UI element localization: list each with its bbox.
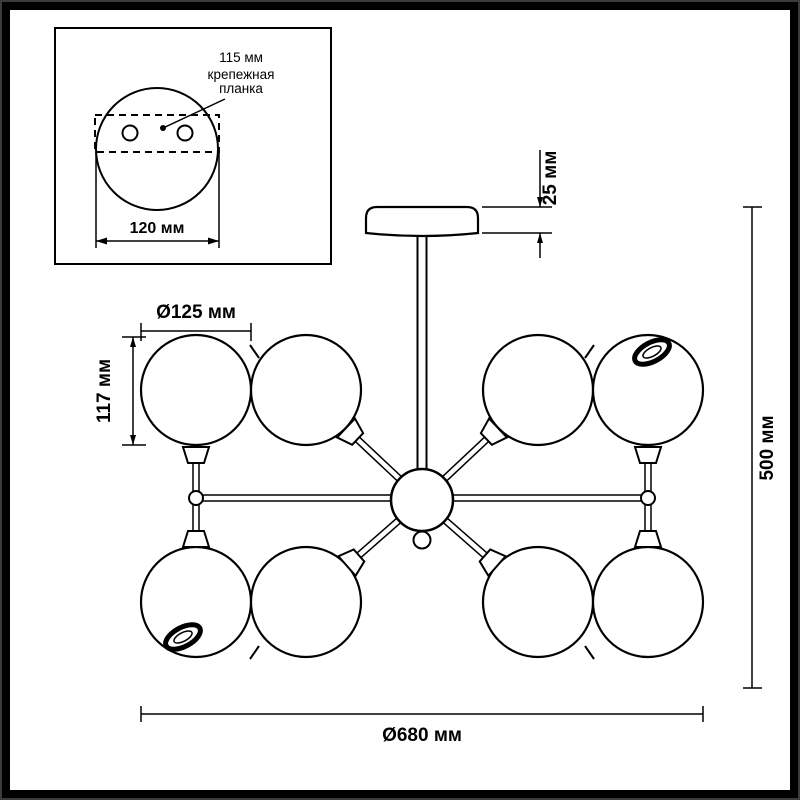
leader-line bbox=[162, 98, 226, 129]
central-hub bbox=[389, 467, 455, 533]
mounting-bracket-outline bbox=[94, 114, 220, 153]
lamp-socket bbox=[182, 446, 210, 464]
shade-diameter-label: Ø125 мм bbox=[156, 302, 236, 323]
joint-ball-left bbox=[188, 490, 204, 506]
plate-width-dimension: 120 мм bbox=[95, 152, 220, 248]
shade-height-label: 117 мм bbox=[94, 359, 115, 423]
lamp-socket bbox=[634, 530, 662, 548]
bracket-caption-line2: планка bbox=[219, 81, 263, 96]
chandelier-drawing bbox=[139, 205, 705, 660]
arrowhead-up bbox=[130, 337, 136, 347]
joint-ball-right bbox=[640, 490, 656, 506]
mounting-hole-right bbox=[176, 124, 194, 142]
arrowhead-right bbox=[208, 237, 219, 245]
ceiling-cup-outline bbox=[95, 87, 219, 211]
glass-shade-top-outer-left bbox=[139, 333, 253, 447]
bracket-caption-line1: крепежная bbox=[208, 67, 275, 82]
arrowhead-left bbox=[96, 237, 107, 245]
shade-seam-ticks bbox=[249, 344, 595, 660]
arrowhead-down bbox=[130, 435, 136, 445]
leader-dot bbox=[160, 125, 166, 131]
shade-height-dimension: 117 мм bbox=[94, 336, 146, 446]
canopy-height-dimension: 25 мм bbox=[482, 150, 561, 258]
glass-shade-bottom-inner-left bbox=[249, 545, 363, 659]
mounting-hole-left bbox=[121, 124, 139, 142]
glass-shade-bottom-outer-right bbox=[591, 545, 705, 659]
finial-ball bbox=[412, 530, 432, 550]
overall-height-label: 500 мм bbox=[757, 415, 778, 480]
glass-shade-top-outer-right bbox=[591, 333, 705, 447]
shade-diameter-dimension: Ø125 мм bbox=[140, 302, 252, 341]
plate-width-label: 120 мм bbox=[130, 220, 185, 237]
overall-diameter-label: Ø680 мм bbox=[382, 725, 462, 746]
ceiling-canopy bbox=[364, 205, 480, 238]
arrowhead-down bbox=[537, 197, 543, 207]
canopy-height-label: 25 мм bbox=[540, 151, 561, 206]
lamp-socket bbox=[182, 530, 210, 548]
arrowhead-up bbox=[537, 233, 543, 243]
glass-shade-top-inner-left bbox=[249, 333, 363, 447]
glass-shades bbox=[139, 333, 705, 659]
overall-diameter-dimension: Ø680 мм bbox=[140, 706, 704, 746]
mounting-plate-inset: 115 мм крепежная планка 120 мм bbox=[54, 27, 332, 265]
overall-height-dimension: 500 мм bbox=[743, 206, 778, 689]
hole-spacing-label: 115 мм bbox=[219, 50, 263, 65]
lamp-socket bbox=[634, 446, 662, 464]
